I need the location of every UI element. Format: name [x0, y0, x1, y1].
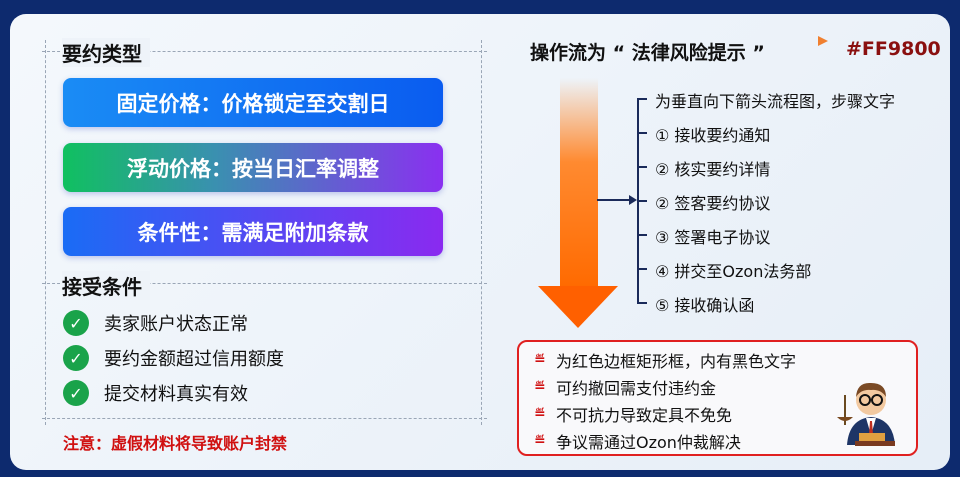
offer-type-conditional: 条件性：需满足附加条款 [63, 207, 443, 256]
risk-item: ≝ 争议需通过Ozon仲裁解决 [534, 429, 741, 453]
flow-step: ② 核实要约详情 [655, 160, 771, 179]
frame-line [42, 51, 487, 52]
check-icon: ✓ [63, 380, 89, 406]
warning-note: 注意：虚假材料将导致账户封禁 [63, 434, 288, 453]
bracket-tick [637, 234, 647, 236]
flow-step: 为垂直向下箭头流程图，步骤文字 [655, 92, 896, 111]
risk-text: 为红色边框矩形框，内有黑色文字 [556, 352, 797, 371]
frame-line [45, 40, 46, 425]
condition-text: 提交材料真实有效 [104, 384, 248, 405]
bracket-tick [637, 200, 647, 202]
lawyer-icon [837, 382, 895, 446]
risk-item: ≝ 可约撤回需支付违约金 [534, 375, 716, 399]
section-title-acceptance: 接受条件 [62, 271, 150, 300]
pointer-icon [818, 36, 828, 46]
connector-arrow-icon [629, 195, 637, 205]
condition-item: ✓ 要约金额超过信用额度 [63, 345, 284, 371]
warning-icon: ≝ [534, 352, 546, 368]
bracket-tick [637, 98, 647, 100]
risk-item: ≝ 不可抗力导致定具不免免 [534, 402, 732, 426]
check-icon: ✓ [63, 310, 89, 336]
flow-title: 操作流为 “ 法律风险提示 ” [530, 42, 765, 64]
down-arrow-shaft [560, 78, 598, 288]
warning-icon: ≝ [534, 433, 546, 449]
offer-type-fixed: 固定价格：价格锁定至交割日 [63, 78, 443, 127]
bracket-tick [637, 268, 647, 270]
bracket-tick [637, 132, 647, 134]
flow-step: ③ 签署电子协议 [655, 228, 771, 247]
warning-icon: ≝ [534, 379, 546, 395]
risk-text: 争议需通过Ozon仲裁解决 [556, 433, 741, 452]
offer-type-floating: 浮动价格：按当日汇率调整 [63, 143, 443, 192]
condition-item: ✓ 提交材料真实有效 [63, 380, 248, 406]
frame-line [481, 40, 482, 425]
flow-step: ④ 拼交至Ozon法务部 [655, 262, 812, 281]
frame-line [42, 283, 487, 284]
frame-line [42, 418, 487, 419]
bracket-tick [637, 302, 647, 304]
bracket-tick [637, 166, 647, 168]
flow-step: ② 签客要约协议 [655, 194, 771, 213]
warning-icon: ≝ [534, 406, 546, 422]
flow-step: ① 接收要约通知 [655, 126, 771, 145]
condition-item: ✓ 卖家账户状态正常 [63, 310, 248, 336]
connector-line [597, 199, 631, 201]
risk-text: 可约撤回需支付违约金 [556, 379, 717, 398]
check-icon: ✓ [63, 345, 89, 371]
down-arrow-head-icon [538, 286, 618, 328]
section-title-offer-types: 要约类型 [62, 38, 150, 67]
risk-text: 不可抗力导致定具不免免 [556, 406, 733, 425]
condition-text: 卖家账户状态正常 [104, 314, 248, 335]
color-code: #FF9800 [846, 38, 941, 60]
condition-text: 要约金额超过信用额度 [104, 349, 284, 370]
risk-item: ≝ 为红色边框矩形框，内有黑色文字 [534, 348, 796, 372]
flow-step: ⑤ 接收确认函 [655, 296, 755, 315]
